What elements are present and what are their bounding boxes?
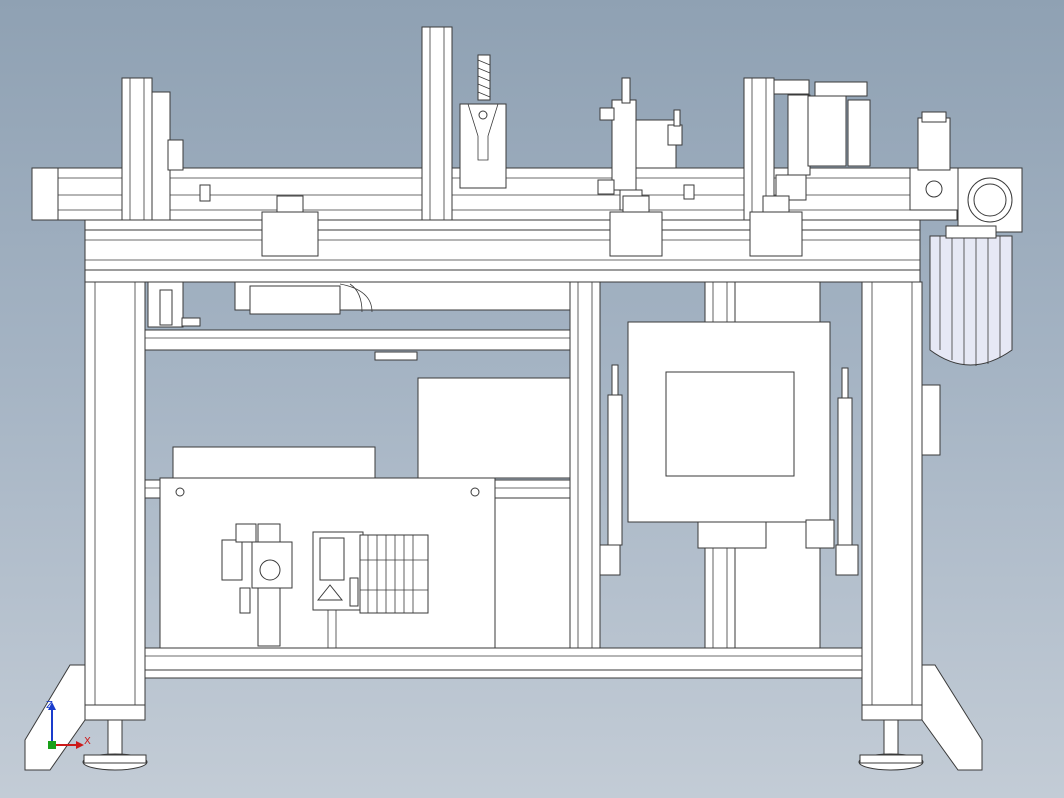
x-axis-label: X xyxy=(84,736,91,747)
center-vertical-post xyxy=(421,26,507,221)
z-axis-label: Z xyxy=(46,700,53,711)
guide-cylinders xyxy=(599,364,859,576)
coordinate-triad: Z X xyxy=(46,700,91,749)
center-right-cylinder xyxy=(597,77,695,211)
drive-motor xyxy=(909,111,1023,456)
y-axis-marker xyxy=(48,741,56,749)
slider-blocks xyxy=(261,195,803,257)
leveling-feet xyxy=(24,664,983,771)
right-vertical-post xyxy=(743,77,871,221)
pneumatic-panel xyxy=(159,477,496,649)
control-box xyxy=(627,321,835,549)
left-vertical-post xyxy=(121,77,211,221)
linear-axis-module xyxy=(147,279,576,361)
